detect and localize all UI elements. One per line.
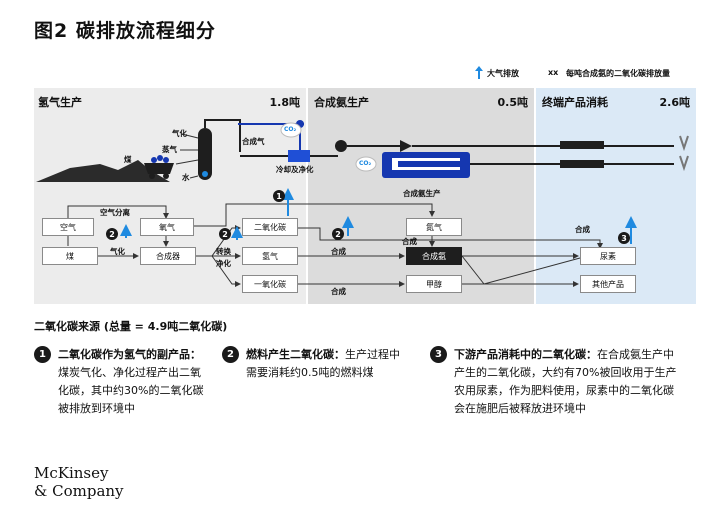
wheat-icon xyxy=(679,135,689,152)
panel-title: 氢气生产 xyxy=(38,96,82,109)
panel-value: 0.5吨 xyxy=(497,96,529,109)
marker-2: 2 xyxy=(219,228,231,240)
box-other: 其他产品 xyxy=(580,275,636,293)
marker-2: 2 xyxy=(332,228,344,240)
air-sep-label: 空气分离 xyxy=(100,208,130,217)
ammonia-reactor-icon xyxy=(382,152,470,178)
synth-label: 合成 xyxy=(331,287,346,296)
co2-label: CO₂ xyxy=(284,126,297,133)
coal-label: 煤 xyxy=(124,155,132,164)
emission-arrow-icon xyxy=(475,66,483,79)
mckinsey-logo: McKinsey & Company xyxy=(34,464,124,500)
box-coal: 煤 xyxy=(42,247,98,265)
gasifier-tower-icon xyxy=(198,128,212,180)
note-2: 2 燃料产生二氧化碳：生产过程中需要消耗约0.5吨的燃料煤 xyxy=(222,346,402,382)
panel-value: 2.6吨 xyxy=(659,96,691,109)
co2-cloud-icon xyxy=(280,122,302,138)
box-urea: 尿素 xyxy=(580,247,636,265)
note-number: 1 xyxy=(34,346,51,363)
box-hydrogen: 氢气 xyxy=(242,247,298,265)
box-ammonia: 合成氨 xyxy=(406,247,462,265)
page-title: 图2 碳排放流程细分 xyxy=(34,20,216,42)
mine-cart-icon xyxy=(144,155,174,179)
legend-xx-desc: 每吨合成氨的二氧化碳排放量 xyxy=(566,69,670,78)
note-heading: 下游产品消耗中的二氧化碳： xyxy=(454,348,597,361)
marker-1: 1 xyxy=(273,190,285,202)
box-co: 一氧化碳 xyxy=(242,275,298,293)
gasify-flow-label: 气化 xyxy=(110,247,125,256)
box-air: 空气 xyxy=(42,218,94,236)
box-methanol: 甲醇 xyxy=(406,275,462,293)
panel-ammonia-production: 合成氨生产 0.5吨 xyxy=(308,88,534,304)
logo-line1: McKinsey xyxy=(34,464,109,482)
co2-cloud-icon xyxy=(355,156,377,172)
syngas-label: 合成气 xyxy=(242,137,265,146)
panel-title: 终端产品消耗 xyxy=(542,96,608,109)
synth-label: 合成 xyxy=(331,247,346,256)
ammonia-prod-label: 合成氨生产 xyxy=(403,189,441,198)
panel-title: 合成氨生产 xyxy=(314,96,369,109)
box-syngas: 合成器 xyxy=(140,247,196,265)
steam-label: 蒸气 xyxy=(162,145,177,154)
synth-label: 合成 xyxy=(402,237,417,246)
panel-value: 1.8吨 xyxy=(269,96,301,109)
water-label: 水 xyxy=(182,173,190,182)
note-text: 在合成氨生产中产生的二氧化碳，大约有70%被回收用于生产农用尿素，作为肥料使用，… xyxy=(454,348,677,415)
marker-2: 2 xyxy=(106,228,118,240)
wheat-icon xyxy=(679,155,689,172)
marker-3: 3 xyxy=(618,232,630,244)
note-number: 2 xyxy=(222,346,239,363)
note-heading: 二氧化碳作为氢气的副产品： xyxy=(58,348,201,361)
purify-label: 净化 xyxy=(216,259,231,268)
legend-emission-label: 大气排放 xyxy=(487,69,519,78)
legend-xx-label: xx xyxy=(548,68,559,77)
note-number: 3 xyxy=(430,346,447,363)
note-text: 生产过程中需要消耗约0.5吨的燃料煤 xyxy=(246,348,400,379)
note-1: 1 二氧化碳作为氢气的副产品： 煤炭气化、净化过程产出二氧化碳，其中约30%的二氧… xyxy=(34,346,204,418)
note-3: 3 下游产品消耗中的二氧化碳：在合成氨生产中产生的二氧化碳，大约有70%被回收用… xyxy=(430,346,680,418)
cool-purify-label: 冷却及净化 xyxy=(276,165,314,174)
synth-label: 合成 xyxy=(575,225,590,234)
logo-line2: & Company xyxy=(34,482,124,500)
box-nitrogen: 氮气 xyxy=(406,218,462,236)
co2-source-title: 二氧化碳来源 (总量 = 4.9吨二氧化碳) xyxy=(34,320,228,333)
note-heading: 燃料产生二氧化碳： xyxy=(246,348,345,361)
panel-end-product: 终端产品消耗 2.6吨 xyxy=(536,88,696,304)
co2-label: CO₂ xyxy=(359,160,372,167)
note-text: 煤炭气化、净化过程产出二氧化碳，其中约30%的二氧化碳被排放到环境中 xyxy=(58,366,204,415)
box-co2: 二氧化碳 xyxy=(242,218,298,236)
shift-label: 转换 xyxy=(216,247,231,256)
gasify-label: 气化 xyxy=(172,129,187,138)
box-oxygen: 氧气 xyxy=(140,218,194,236)
coal-pile-icon xyxy=(36,160,170,182)
